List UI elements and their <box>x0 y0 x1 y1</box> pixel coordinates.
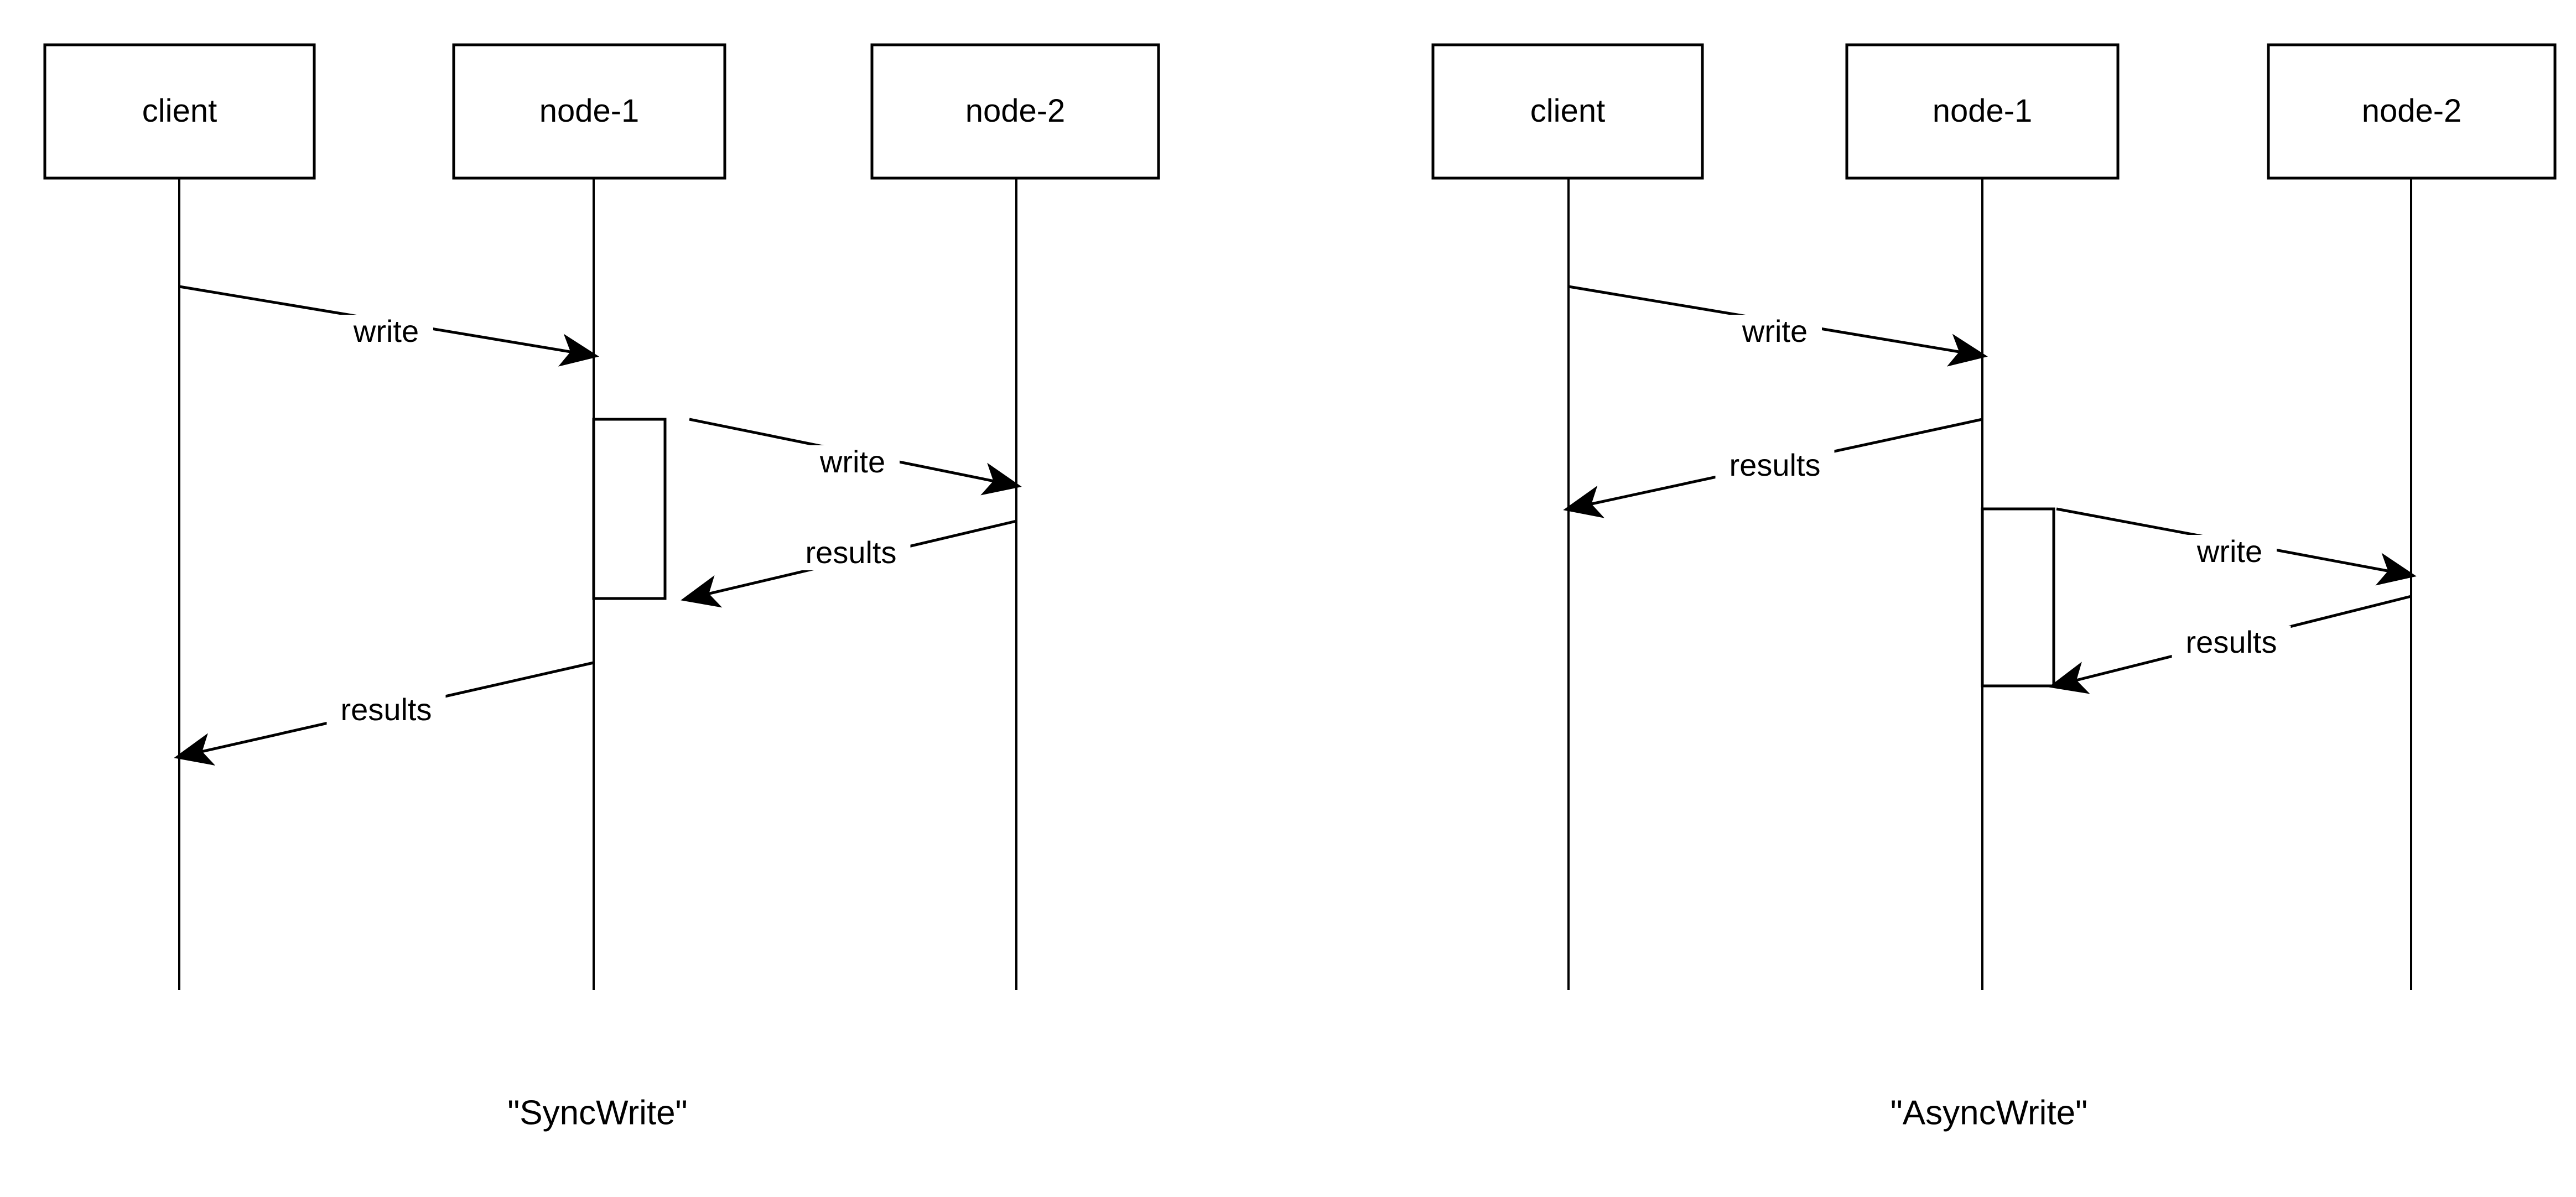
message-label-results: results <box>2186 624 2277 659</box>
sequence-diagram-sync-write: client node-1 node-2 write write results resul… <box>43 43 1160 1132</box>
participant-label-node-2: node-2 <box>965 93 1066 129</box>
message-label-backdrop <box>806 445 900 480</box>
message-label-results: results <box>806 535 897 570</box>
activation-bar-node-1[interactable] <box>1981 507 2055 688</box>
message-label-results: results <box>1730 447 1821 482</box>
message-label-write: write <box>2196 534 2262 569</box>
participant-box-node-1[interactable] <box>1845 43 2120 180</box>
message-label-write: write <box>1742 314 1808 348</box>
message-label-results: results <box>341 692 432 727</box>
diagram-caption-async-write: "AsyncWrite" <box>1891 1094 2087 1132</box>
participant-label-node-1: node-1 <box>539 93 640 129</box>
message-label-backdrop <box>791 536 911 570</box>
message-label-write: write <box>819 444 885 479</box>
sequence-diagram-async-write: client node-1 node-2 write results write resul… <box>1431 43 2557 1132</box>
diagram-layer: client node-1 node-2 write write results resul… <box>43 43 2557 1132</box>
message-label-write: write <box>353 314 419 348</box>
message-label-backdrop <box>1715 449 1835 483</box>
participant-label-node-2: node-2 <box>2362 93 2462 129</box>
participant-label-node-1: node-1 <box>1933 93 2033 129</box>
participant-label-client: client <box>142 93 217 129</box>
message-label-backdrop <box>2183 535 2277 569</box>
participant-box-node-2[interactable] <box>2267 43 2557 180</box>
participant-box-node-2[interactable] <box>870 43 1160 180</box>
activation-bar-node-1[interactable] <box>592 418 667 600</box>
message-label-backdrop <box>1728 315 1822 349</box>
participant-box-client[interactable] <box>1431 43 1704 180</box>
participant-box-node-1[interactable] <box>452 43 726 180</box>
participant-box-client[interactable] <box>43 43 316 180</box>
participant-label-client: client <box>1530 93 1605 129</box>
message-label-backdrop <box>2172 626 2291 660</box>
diagram-caption-sync-write: "SyncWrite" <box>507 1094 687 1132</box>
message-label-backdrop <box>339 315 433 349</box>
message-label-backdrop <box>326 693 446 727</box>
